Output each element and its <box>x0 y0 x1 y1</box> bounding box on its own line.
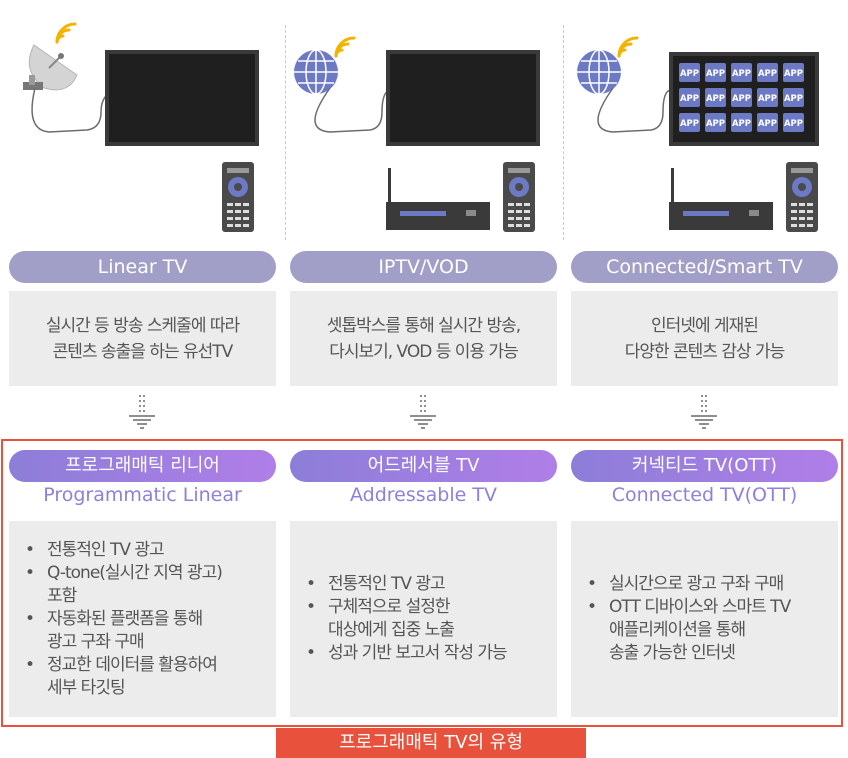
cable <box>314 87 391 133</box>
app-tile: APP <box>757 113 778 132</box>
header-pill: IPTV/VOD <box>290 251 557 283</box>
column-connected-smart-tv: APP APP APP APP APP APP APP APP APP APP APP APP APP A… <box>571 0 838 758</box>
app-label: APP <box>680 94 699 104</box>
description-box: 셋톱박스를 통해 실시간 방송, 다시보기, VOD 등 이용 가능 <box>290 291 557 386</box>
app-label: APP <box>784 119 803 129</box>
header-pill: Connected/Smart TV <box>571 251 838 283</box>
app-label: APP <box>758 119 777 129</box>
type-english: Addressable TV <box>350 484 497 506</box>
iptv-illustration <box>294 36 540 232</box>
app-tile: APP <box>679 63 700 82</box>
programmatic-types-frame <box>1 439 843 727</box>
app-label: APP <box>732 69 751 79</box>
tv-icon <box>386 50 540 146</box>
app-label: APP <box>732 94 751 104</box>
description-line: 다양한 콘텐츠 감상 가능 <box>624 341 786 362</box>
app-tile: APP <box>679 88 700 107</box>
type-english: Connected TV(OTT) <box>611 484 798 506</box>
app-tile: APP <box>757 63 778 82</box>
app-tile: APP <box>731 88 752 107</box>
column-linear-tv: Linear TV 실시간 등 방송 스케줄에 따라 콘텐츠 송출을 하는 유선… <box>9 0 276 758</box>
wifi-icon <box>334 36 356 58</box>
app-tile: APP <box>783 113 804 132</box>
remote-control-icon <box>222 162 254 232</box>
tv-icon <box>105 50 259 146</box>
connected-tv-illustration: APP APP APP APP APP APP APP APP APP APP APP APP APP A… <box>577 36 819 232</box>
app-tile: APP <box>679 113 700 132</box>
app-label: APP <box>784 94 803 104</box>
globe-icon <box>294 49 338 95</box>
app-tile: APP <box>783 63 804 82</box>
globe-icon <box>577 49 621 95</box>
description-line: 콘텐츠 송출을 하는 유선TV <box>52 341 234 362</box>
column-divider <box>285 25 286 240</box>
feature-list: •전통적인 TV 광고 •Q-tone(실시간 지역 광고)포함 •자동화된 플… <box>9 539 223 700</box>
column-divider <box>563 25 564 240</box>
frame-caption: 프로그래매틱 TV의 유형 <box>276 728 586 758</box>
app-label: APP <box>706 69 725 79</box>
description-line: 다시보기, VOD 등 이용 가능 <box>329 341 519 362</box>
column-iptv-vod: IPTV/VOD 셋톱박스를 통해 실시간 방송, 다시보기, VOD 등 이용… <box>290 0 557 758</box>
down-arrow-icon <box>410 395 436 429</box>
app-tile: APP <box>757 88 778 107</box>
app-tile: APP <box>731 63 752 82</box>
app-tile: APP <box>705 63 726 82</box>
list-item: •Q-tone(실시간 지역 광고)포함 <box>25 562 223 606</box>
app-tile: APP <box>783 88 804 107</box>
description-box: 실시간 등 방송 스케줄에 따라 콘텐츠 송출을 하는 유선TV <box>9 291 276 386</box>
type-english: Programmatic Linear <box>43 484 242 506</box>
description-line: 셋톱박스를 통해 실시간 방송, <box>326 315 521 336</box>
description-line: 인터넷에 게재된 <box>651 315 759 336</box>
app-label: APP <box>706 94 725 104</box>
type-pill: 프로그래매틱 리니어 <box>9 450 276 482</box>
set-top-box-icon <box>386 168 490 230</box>
app-label: APP <box>680 119 699 129</box>
app-grid: APP APP APP APP APP APP APP APP APP APP APP APP APP A… <box>679 63 804 132</box>
down-arrow-icon <box>129 395 155 429</box>
app-tile: APP <box>731 113 752 132</box>
list-item: •성과 기반 보고서 작성 가능 <box>306 643 508 663</box>
description-box: 인터넷에 게재된 다양한 콘텐츠 감상 가능 <box>571 291 838 386</box>
type-pill: 커넥티드 TV(OTT) <box>571 450 838 482</box>
list-item: •전통적인 TV 광고 <box>306 574 446 594</box>
wifi-icon <box>55 22 77 44</box>
app-tile: APP <box>705 113 726 132</box>
app-label: APP <box>758 94 777 104</box>
wifi-icon <box>617 36 639 58</box>
satellite-dish-icon <box>23 44 78 91</box>
cable <box>597 87 671 133</box>
remote-control-icon <box>786 162 818 232</box>
linear-tv-illustration <box>23 22 259 232</box>
description-line: 실시간 등 방송 스케줄에 따라 <box>45 315 240 336</box>
app-label: APP <box>784 69 803 79</box>
header-pill: Linear TV <box>9 251 276 283</box>
set-top-box-icon <box>669 168 773 230</box>
list-item: •전통적인 TV 광고 <box>25 539 165 560</box>
type-pill: 어드레서블 TV <box>290 450 557 482</box>
app-label: APP <box>758 69 777 79</box>
app-label: APP <box>680 69 699 79</box>
app-label: APP <box>706 119 725 129</box>
app-label: APP <box>732 119 751 129</box>
remote-control-icon <box>503 162 535 232</box>
down-arrow-icon <box>691 395 717 429</box>
app-tile: APP <box>705 88 726 107</box>
list-item: •실시간으로 광고 구좌 구매 <box>587 574 784 594</box>
feature-box: •전통적인 TV 광고 •Q-tone(실시간 지역 광고)포함 •자동화된 플… <box>9 521 276 717</box>
